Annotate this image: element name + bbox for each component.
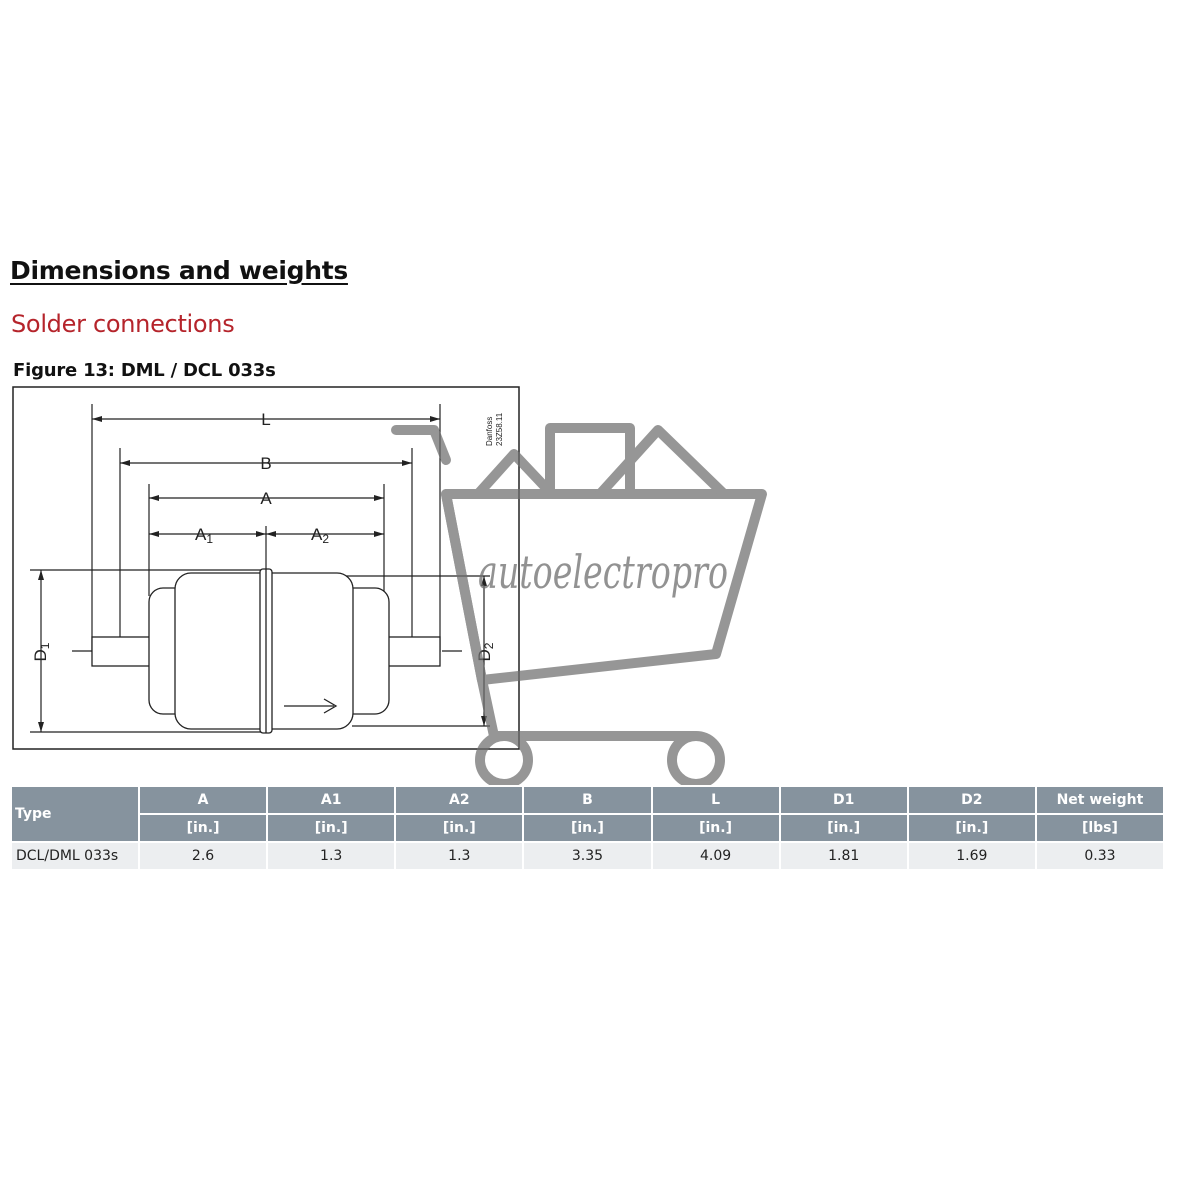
- label-L: L: [261, 410, 270, 429]
- label-D1: D1: [31, 642, 52, 661]
- cell-a: 2.6: [137, 841, 269, 871]
- cell-d2: 1.69: [906, 841, 1037, 871]
- dimensions-table: Type A A1 A2 B L D1 D2 Net weight [in.] …: [10, 785, 1166, 871]
- cell-type: DCL/DML 033s: [10, 841, 140, 871]
- filter-drier-drawing: L B A A1 A2 D1 D2 Danfoss 23Z58.11: [12, 386, 520, 750]
- table-unit-row: [in.] [in.] [in.] [in.] [in.] [in.] [in.…: [11, 813, 1166, 843]
- cell-net-weight: 0.33: [1034, 841, 1166, 871]
- label-A1: A1: [195, 525, 213, 546]
- col-header-d1: D1: [778, 785, 909, 815]
- figure-caption: Figure 13: DML / DCL 033s: [13, 360, 276, 381]
- filter-body: [91, 568, 441, 734]
- section-subheading: Solder connections: [11, 310, 235, 338]
- label-A: A: [260, 489, 272, 508]
- unit-d1: [in.]: [778, 813, 909, 843]
- drawing-code: 23Z58.11: [495, 412, 504, 446]
- col-header-a2: A2: [394, 785, 525, 815]
- cell-l: 4.09: [650, 841, 781, 871]
- flow-arrow: [284, 698, 338, 714]
- col-header-a: A: [137, 785, 269, 815]
- drawing-brand: Danfoss: [485, 417, 494, 446]
- unit-a2: [in.]: [394, 813, 525, 843]
- unit-net-weight: [lbs]: [1034, 813, 1166, 843]
- col-header-net-weight: Net weight: [1034, 785, 1166, 815]
- col-header-type: Type: [10, 785, 140, 843]
- section-heading: Dimensions and weights: [10, 256, 348, 285]
- label-B: B: [260, 454, 271, 473]
- table-header-row: Type A A1 A2 B L D1 D2 Net weight: [10, 785, 1166, 843]
- unit-a: [in.]: [137, 813, 269, 843]
- unit-b: [in.]: [522, 813, 653, 843]
- unit-d2: [in.]: [906, 813, 1037, 843]
- cell-d1: 1.81: [778, 841, 909, 871]
- col-header-d2: D2: [906, 785, 1037, 815]
- unit-l: [in.]: [650, 813, 781, 843]
- col-header-b: B: [522, 785, 653, 815]
- label-A2: A2: [311, 525, 329, 546]
- cell-a1: 1.3: [266, 841, 397, 871]
- table-row: DCL/DML 033s 2.6 1.3 1.3 3.35 4.09 1.81 …: [10, 841, 1166, 871]
- cell-b: 3.35: [522, 841, 653, 871]
- unit-a1: [in.]: [266, 813, 397, 843]
- cell-a2: 1.3: [394, 841, 525, 871]
- col-header-a1: A1: [266, 785, 397, 815]
- col-header-l: L: [650, 785, 781, 815]
